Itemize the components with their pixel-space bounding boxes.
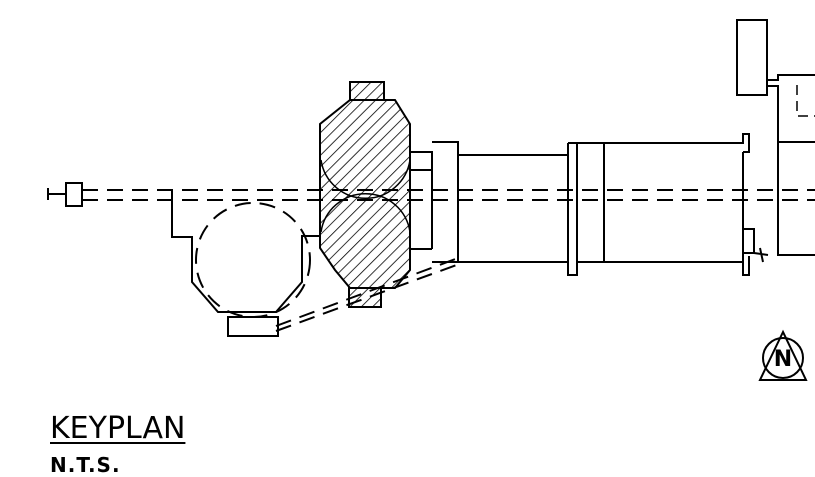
north-arrow-icon: N: [758, 329, 808, 381]
north-arrow-label: N: [774, 347, 792, 372]
main-building: [567, 133, 769, 276]
scale-note: N.T.S.: [50, 453, 121, 477]
middle-connector: [409, 141, 568, 263]
keyplan-title: KEYPLAN: [50, 411, 186, 446]
right-building: [736, 19, 815, 256]
left-tank-structure: [171, 190, 463, 337]
hatched-vessel: [319, 81, 411, 308]
left-connector: [47, 182, 83, 207]
dashed-centerlines: [82, 189, 815, 201]
